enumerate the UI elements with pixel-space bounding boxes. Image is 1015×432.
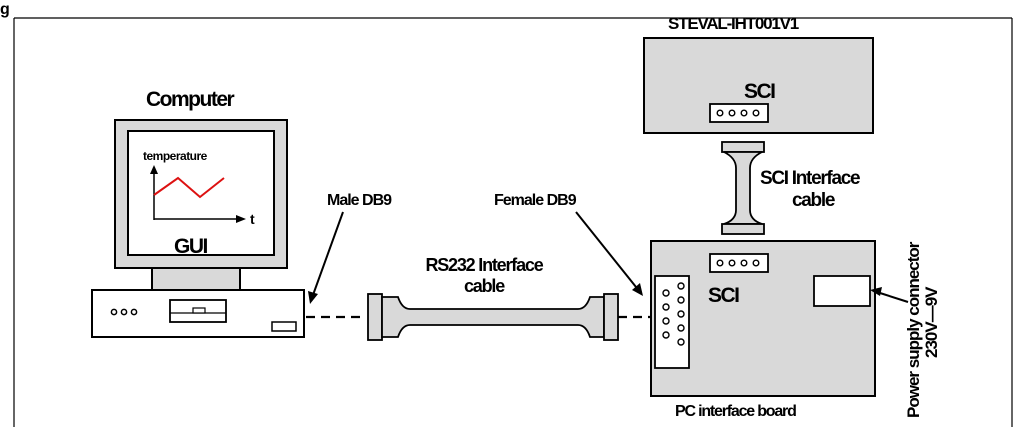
power-label-line2: 230V—9V [922,286,941,358]
pc-board-caption: PC interface board [675,403,796,420]
rs232-cable: RS232 Interface cable [306,255,652,341]
steval-sci-header [709,103,769,123]
db9-pin-icon [677,338,685,346]
rs232-plug-left [367,293,383,341]
header-pin-icon [752,109,760,117]
computer-port-icon [271,321,297,332]
screen-y-arrow-icon [150,165,158,174]
sci-cable-label-line2: cable [792,190,835,211]
male-db9-arrow [312,211,344,296]
db9-female-connector [654,275,690,369]
pc-interface-board: SCI PC interface board [650,240,876,420]
screen-axis-label: temperature [143,149,208,163]
power-led-icon [110,308,118,316]
screen-temperature-trend [153,176,225,199]
pc-board-sci-label: SCI [708,284,739,307]
db9-pin-icon [662,289,670,297]
steval-sci-label: SCI [744,80,775,103]
computer-title: Computer [146,88,234,111]
db9-pin-icon [662,303,670,311]
screen-x-arrow-icon [236,215,246,223]
sci-plug-bottom [721,223,765,235]
db9-pin-icon [662,331,670,339]
power-arrowhead-icon [870,287,882,296]
monitor-screen [127,130,275,256]
sci-plug-top [721,141,765,153]
male-db9-arrowhead-icon [308,291,318,304]
header-pin-icon [716,109,724,117]
pc-board-sci-header [709,253,769,273]
rs232-label-line2: cable [464,276,505,296]
rs232-plug-right [603,293,619,341]
header-pin-icon [740,259,748,267]
screen-gui-label: GUI [174,235,208,258]
power-label-line1: Power supply connector [904,241,923,418]
rs232-cable-body [381,296,605,338]
db9-pin-icon [677,296,685,304]
db9-pin-icon [662,317,670,325]
disk-drive-button-icon [192,307,206,314]
male-db9-label: Male DB9 [327,192,392,209]
computer: Computer temperature t GUI [91,88,305,338]
power-arrow [879,292,909,303]
header-pin-icon [728,259,736,267]
power-led-icon [120,308,128,316]
sci-cable-label-line1: SCI Interface [760,168,860,189]
female-db9-label: Female DB9 [494,192,577,209]
female-db9-arrow [575,211,637,288]
rs232-label-line1: RS232 Interface [425,255,543,275]
header-pin-icon [716,259,724,267]
steval-title: STEVAL-IHT001V1 [668,14,799,33]
header-pin-icon [728,109,736,117]
sci-cable: SCI Interface cable [721,141,861,235]
header-pin-icon [740,109,748,117]
screen-time-label: t [250,211,255,227]
female-db9-arrowhead-icon [632,283,643,296]
header-pin-icon [752,259,760,267]
sci-cable-body [723,151,763,225]
figure-caption-fragment: g [0,1,9,18]
power-connector-block [813,275,871,307]
power-led-icon [130,308,138,316]
db9-pin-icon [677,310,685,318]
db9-pin-icon [677,282,685,290]
steval-board: STEVAL-IHT001V1 SCI [643,14,874,134]
monitor-stand [151,267,241,291]
db9-pin-icon [677,324,685,332]
